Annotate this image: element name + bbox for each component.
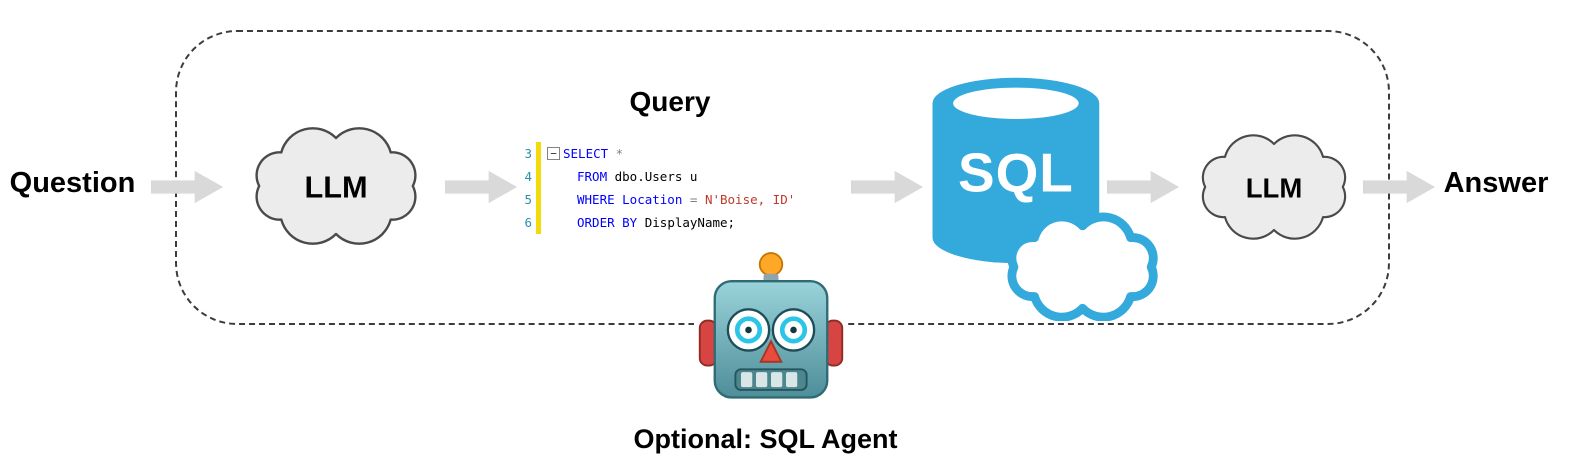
sql-text: DisplayName; bbox=[637, 215, 736, 230]
line-number: 5 bbox=[524, 192, 532, 207]
llm-label-right: LLM bbox=[1246, 172, 1303, 203]
robot-nose bbox=[759, 339, 783, 363]
code-lines: −SELECT * FROM dbo.Users u WHERE Locatio… bbox=[547, 142, 795, 234]
code-line-3: −SELECT * bbox=[547, 142, 795, 165]
cloud-icon bbox=[255, 127, 417, 245]
code-line-5: WHERE Location = N'Boise, ID' bbox=[547, 188, 795, 211]
flow-arrow-4 bbox=[1106, 170, 1180, 204]
sql-operator: = bbox=[682, 192, 705, 207]
flow-arrow-1 bbox=[150, 170, 224, 204]
sql-keyword: FROM bbox=[577, 169, 608, 184]
answer-label: Answer bbox=[1443, 167, 1549, 199]
sql-keyword: SELECT bbox=[563, 146, 609, 161]
sql-keyword: ORDER BY bbox=[577, 215, 638, 230]
code-line-6: ORDER BY DisplayName; bbox=[547, 211, 795, 234]
robot-icon bbox=[694, 246, 848, 412]
caption-label: Optional: SQL Agent bbox=[633, 424, 898, 454]
sql-query-code: 3 4 5 6 −SELECT * FROM dbo.Users u WHERE… bbox=[514, 142, 795, 234]
code-line-4: FROM dbo.Users u bbox=[547, 165, 795, 188]
sql-label: SQL bbox=[958, 142, 1074, 204]
line-number: 4 bbox=[524, 169, 532, 184]
robot-antenna bbox=[758, 252, 784, 277]
sql-operator: * bbox=[608, 146, 624, 161]
line-number: 6 bbox=[524, 215, 532, 230]
line-numbers: 3 4 5 6 bbox=[514, 142, 532, 234]
llm-cloud-left: LLM bbox=[240, 116, 432, 261]
sql-database-icon: SQL bbox=[908, 66, 1163, 326]
sql-string: N'Boise, ID' bbox=[704, 192, 796, 207]
llm-label-left: LLM bbox=[304, 170, 367, 205]
query-title: Query bbox=[629, 86, 711, 117]
question-label: Question bbox=[9, 167, 136, 199]
change-bar bbox=[536, 142, 541, 234]
sql-cloud-icon bbox=[1007, 212, 1158, 322]
collapse-toggle-icon: − bbox=[547, 147, 560, 160]
line-number: 3 bbox=[524, 146, 532, 161]
llm-cloud-right: LLM bbox=[1188, 124, 1360, 255]
cloud-icon bbox=[1201, 134, 1347, 240]
flow-arrow-2 bbox=[444, 170, 518, 204]
cylinder-top bbox=[953, 87, 1079, 119]
flow-arrow-5 bbox=[1362, 170, 1436, 204]
flow-arrow-3 bbox=[850, 170, 924, 204]
sql-text: dbo.Users u bbox=[607, 169, 698, 184]
sql-keyword: WHERE Location bbox=[577, 192, 683, 207]
